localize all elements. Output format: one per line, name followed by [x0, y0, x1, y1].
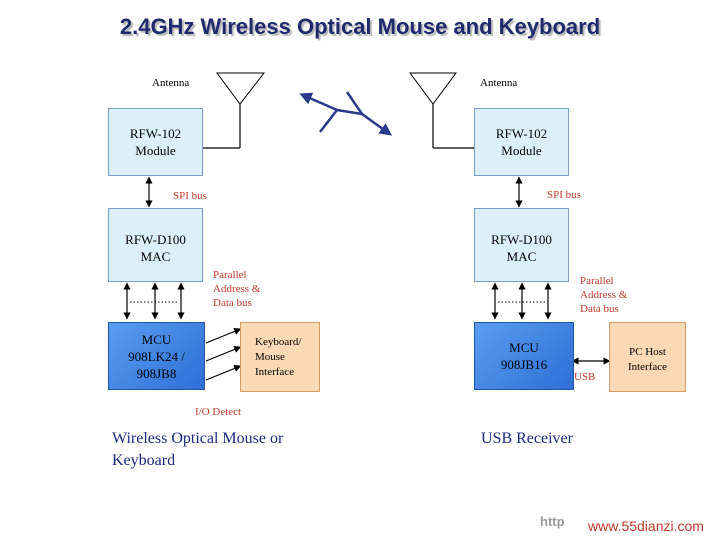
left-caption: Wireless Optical Mouse or Keyboard: [112, 430, 284, 469]
left-antenna-label: Antenna: [152, 77, 190, 89]
usb-label: USB: [574, 371, 596, 383]
wireless-link-icon: [299, 91, 393, 136]
left-antenna-icon: [202, 72, 266, 149]
left-mcu: MCU 908LK24 / 908JB8: [108, 322, 205, 390]
keyboard-mouse-interface: Keyboard/ Mouse Interface: [240, 322, 320, 392]
watermark-url: www.55dianzi.com: [588, 518, 704, 534]
left-parallel-bus-label: Parallel Address & Data bus: [213, 269, 261, 309]
left-mac: RFW-D100 MAC: [108, 208, 203, 282]
io-detect-arrows: [205, 328, 242, 381]
left-spi-bus-label: SPI bus: [173, 190, 207, 202]
diagram-title: 2.4GHz Wireless Optical Mouse and Keyboa…: [119, 14, 601, 39]
right-rf-module: RFW-102 Module: [474, 108, 569, 176]
left-parallel-bus-arrows: [123, 282, 185, 320]
right-caption: USB Receiver: [481, 430, 573, 447]
watermark-http: http: [540, 514, 565, 529]
right-antenna-label: Antenna: [480, 77, 518, 89]
right-antenna-icon: [409, 72, 474, 149]
io-detect-label: I/O Detect: [195, 406, 242, 418]
right-mcu: MCU 908JB16: [474, 322, 574, 390]
right-parallel-bus-label: Parallel Address & Data bus: [580, 275, 628, 315]
right-mac: RFW-D100 MAC: [474, 208, 569, 282]
right-parallel-bus-arrows: [491, 282, 552, 320]
right-spi-bus-label: SPI bus: [547, 189, 581, 201]
left-rf-module: RFW-102 Module: [108, 108, 203, 176]
pc-host-interface: PC Host Interface: [609, 322, 686, 392]
